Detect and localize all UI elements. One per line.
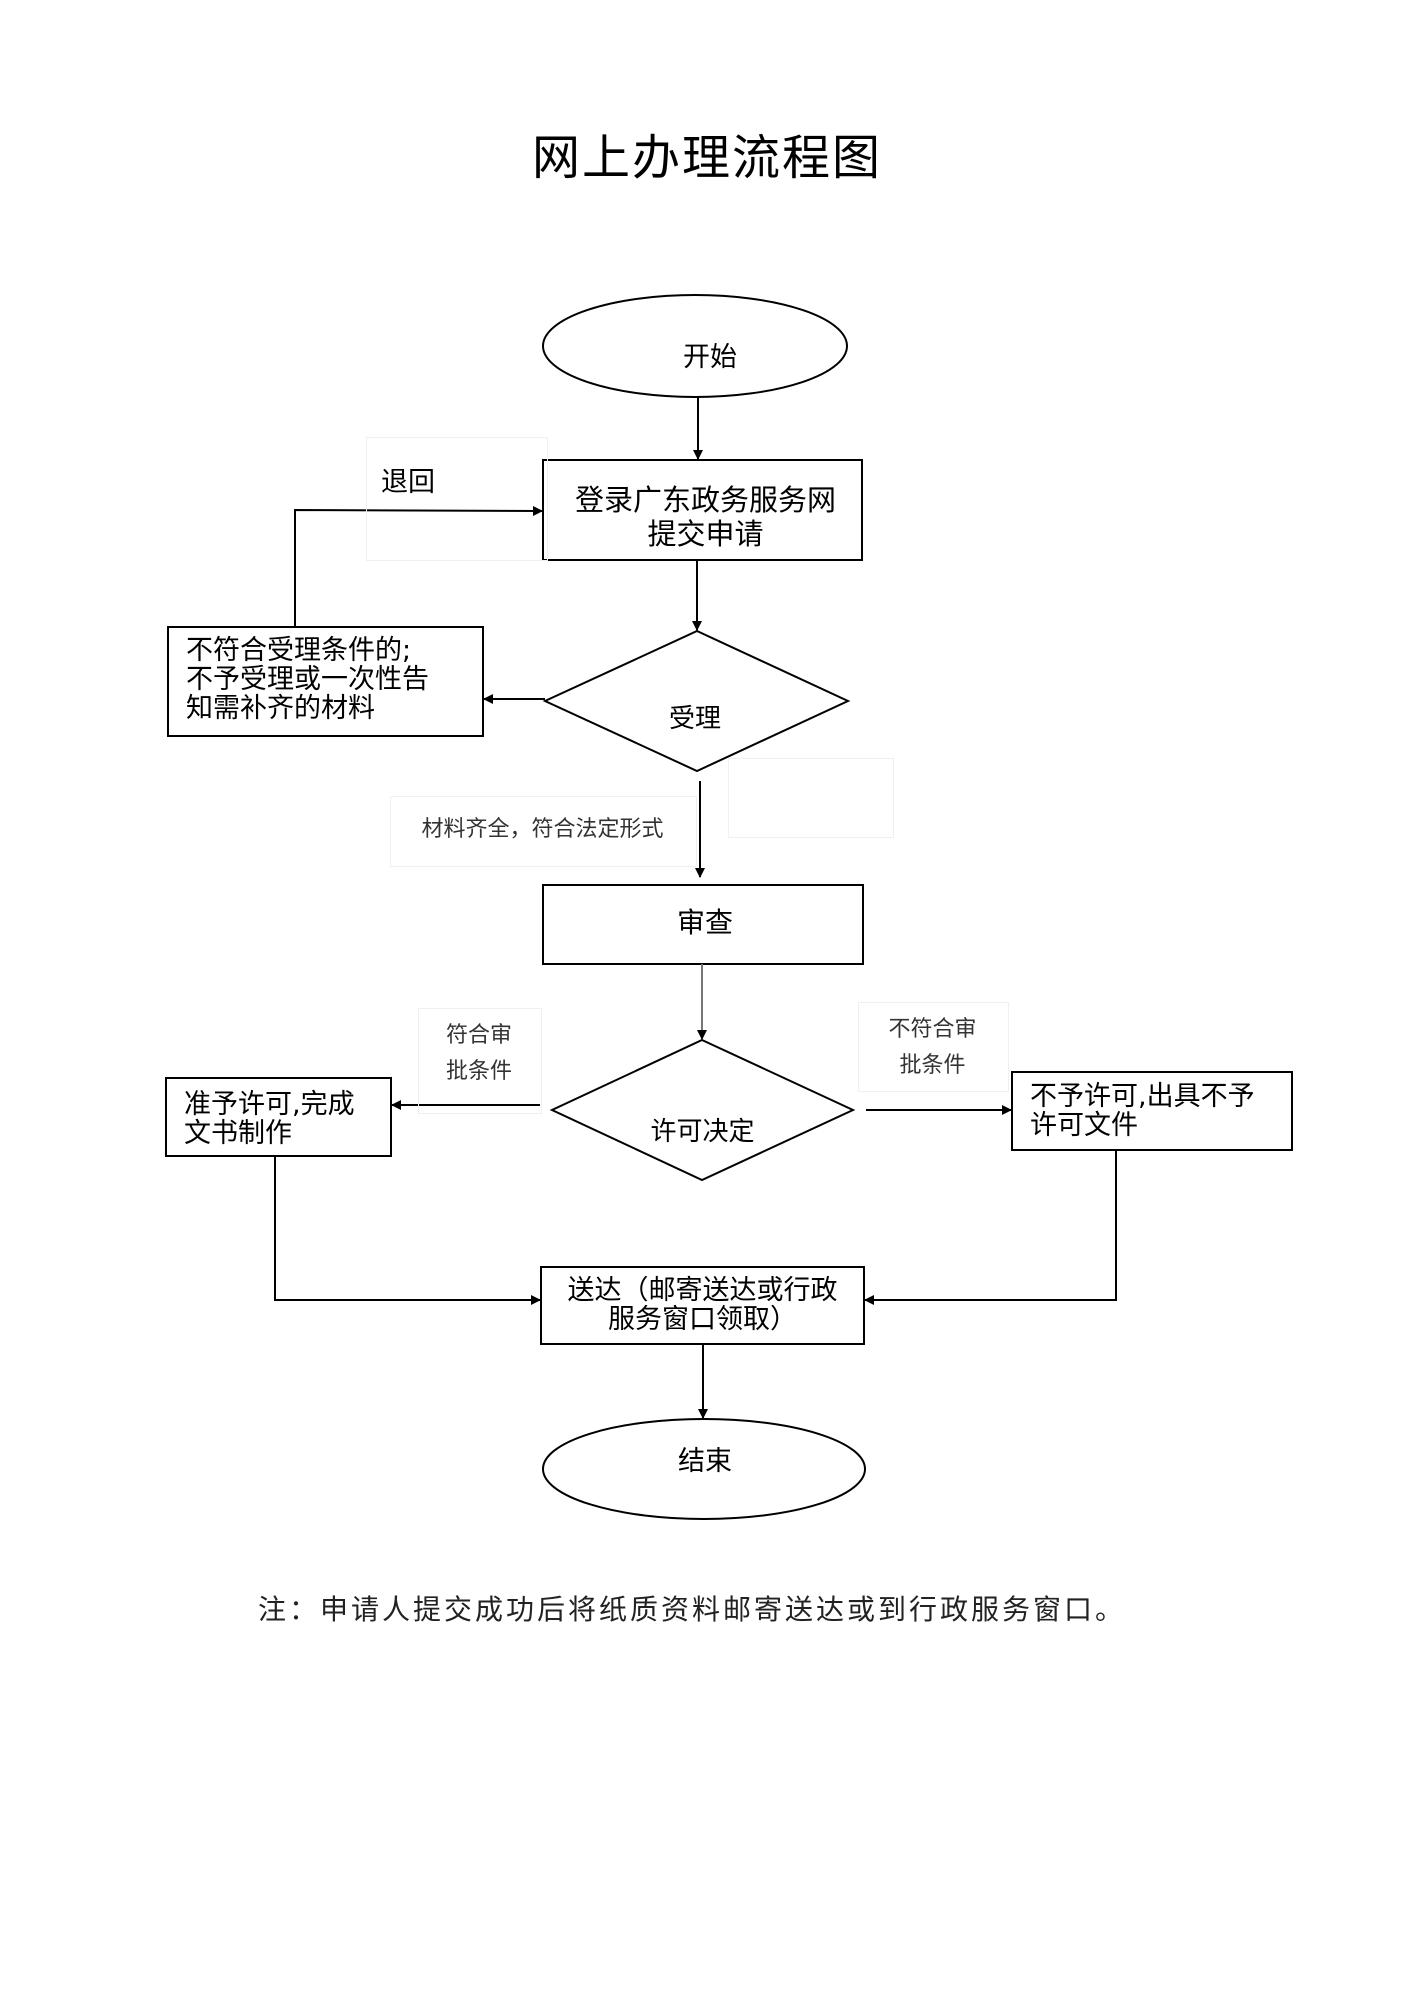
edge-grant-deliver	[274, 1156, 541, 1305]
not-meets-label-frame	[858, 1002, 1009, 1092]
grant-node: 准予许可,完成 文书制作	[184, 1089, 355, 1149]
review-node-shape	[542, 884, 864, 965]
submit-node-shape	[542, 459, 863, 561]
meets-conditions-label: 符合审 批条件	[445, 1023, 512, 1084]
reject-node: 不符合受理条件的; 不予受理或一次性告 知需补齐的材料	[186, 635, 429, 724]
edge-deny-deliver	[864, 1150, 1117, 1305]
end-node: 结束	[678, 1446, 732, 1477]
footnote: 注：申请人提交成功后将纸质资料邮寄送达或到行政服务窗口。	[258, 1593, 1127, 1626]
decision-node: 许可决定	[650, 1117, 755, 1147]
deny-node-shape	[1011, 1071, 1293, 1151]
meets-label-frame	[418, 1008, 542, 1114]
grant-node-shape	[165, 1077, 392, 1157]
return-label-frame	[366, 437, 548, 561]
decision-diamond	[549, 1038, 856, 1182]
deliver-node-shape	[540, 1266, 865, 1345]
not-meets-conditions-label: 不符合审 批条件	[888, 1017, 977, 1078]
review-node: 审查	[676, 906, 733, 939]
complete-label-frame	[390, 796, 697, 867]
edge-reject-return	[294, 505, 543, 627]
complete-materials-label: 材料齐全，符合法定形式	[421, 817, 664, 842]
reject-node-shape	[167, 626, 484, 737]
return-label: 退回	[381, 467, 435, 498]
submit-node: 登录广东政务服务网 提交申请	[574, 483, 836, 551]
empty-label-frame	[728, 758, 894, 838]
accept-node: 受理	[668, 704, 721, 734]
page-title: 网上办理流程图	[531, 130, 882, 186]
deny-node: 不予许可,出具不予 许可文件	[1030, 1081, 1255, 1141]
start-node: 开始	[683, 342, 737, 373]
deliver-node: 送达（邮寄送达或行政 服务窗口领取）	[567, 1275, 838, 1335]
start-node-shape	[542, 294, 848, 398]
end-node-shape	[542, 1418, 866, 1520]
accept-diamond	[542, 629, 851, 773]
